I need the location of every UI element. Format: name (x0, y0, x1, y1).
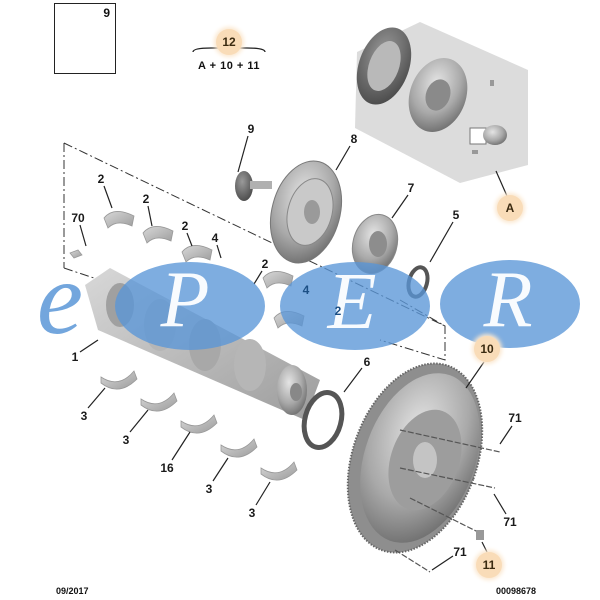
callout-2[interactable]: 2 (97, 172, 105, 186)
inset-bolt-box[interactable]: 9 (54, 3, 116, 74)
callout-1[interactable]: 1 (71, 350, 79, 364)
callout-2[interactable]: 2 (142, 192, 150, 206)
callout-4[interactable]: 4 (211, 231, 219, 245)
callout-2[interactable]: 2 (334, 304, 342, 318)
flywheel-bolt (476, 530, 484, 540)
callout-7[interactable]: 7 (407, 181, 415, 195)
leader-A (495, 170, 508, 197)
footer-reference: 00098678 (496, 586, 537, 596)
callout-10-badge[interactable]: 10 (474, 336, 500, 362)
kit-formula: A + 10 + 11 (198, 60, 260, 72)
footer-date: 09/2017 (56, 586, 89, 596)
callout-4[interactable]: 4 (302, 283, 310, 297)
dowel-lines (394, 429, 501, 573)
timing-sprocket (351, 213, 399, 275)
lower-bearing-shells (100, 370, 298, 481)
watermark-letter-e: e (36, 241, 84, 356)
rear-oil-seal (301, 390, 345, 450)
callout-3[interactable]: 3 (122, 433, 130, 447)
callout-2[interactable]: 2 (181, 219, 189, 233)
kit-badge-12[interactable]: 12 (216, 29, 242, 55)
callout-70[interactable]: 70 (71, 211, 85, 225)
callout-6[interactable]: 6 (363, 355, 371, 369)
callout-3[interactable]: 3 (248, 506, 256, 520)
watermark-letter-E: E (327, 258, 377, 346)
watermark-oval-p (115, 262, 265, 350)
crankshaft-pulley (270, 160, 342, 264)
callout-71[interactable]: 71 (503, 515, 517, 529)
lower-leaders (87, 387, 271, 506)
inset-part-number: 9 (103, 6, 110, 20)
flywheel (346, 362, 484, 554)
callout-8[interactable]: 8 (350, 132, 358, 146)
watermark-oval-r (440, 260, 580, 348)
callout-3[interactable]: 3 (205, 482, 213, 496)
callout-5[interactable]: 5 (452, 208, 460, 222)
callout-A-badge[interactable]: A (497, 195, 523, 221)
watermark-letter-p: P (160, 256, 210, 344)
callout-3[interactable]: 3 (80, 409, 88, 423)
callout-2[interactable]: 2 (261, 257, 269, 271)
callout-11-badge[interactable]: 11 (476, 552, 502, 578)
clutch-kit-panel (355, 22, 528, 183)
watermark-letter-r: R (483, 256, 533, 344)
callout-16[interactable]: 16 (160, 461, 174, 475)
pulley-bolt (235, 171, 272, 201)
watermark-oval-e (280, 262, 430, 350)
callout-71[interactable]: 71 (453, 545, 467, 559)
callout-71[interactable]: 71 (508, 411, 522, 425)
upper-leaders (79, 185, 263, 285)
callout-9[interactable]: 9 (247, 122, 255, 136)
